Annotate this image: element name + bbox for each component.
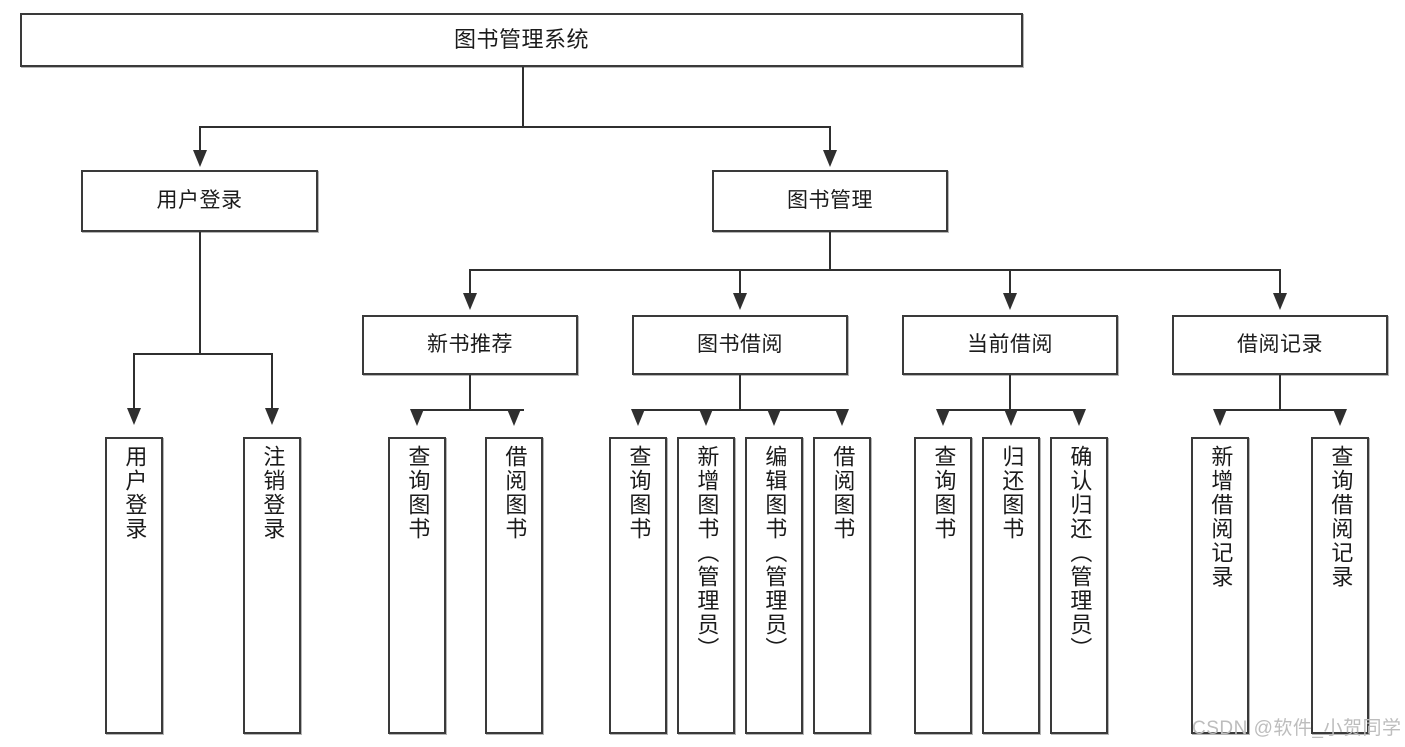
node-label: 归还图书 <box>999 445 1025 541</box>
connector-new-book-bus <box>416 409 524 411</box>
node-label: 查询借阅记录 <box>1328 445 1354 589</box>
connector-level2-bus <box>469 269 1280 271</box>
leaf-query-book-borrow[interactable]: 查询图书 <box>609 437 667 734</box>
leaf-query-book-new[interactable]: 查询图书 <box>388 437 446 734</box>
node-label: 图书借阅 <box>697 332 783 356</box>
connector-level2-drop-2 <box>739 269 741 295</box>
leaf-borrow-book[interactable]: 借阅图书 <box>813 437 871 734</box>
node-label: 新增借阅记录 <box>1208 445 1234 589</box>
node-label: 确认归还（管理员） <box>1067 445 1093 661</box>
connector-book-borrow-bus <box>637 409 842 411</box>
arrow-to-leaf-return-book <box>1004 409 1018 426</box>
node-label: 查询图书 <box>931 445 957 541</box>
node-label: 编辑图书（管理员） <box>762 445 788 661</box>
arrow-to-leaf-edit-book <box>767 409 781 426</box>
leaf-confirm-return[interactable]: 确认归还（管理员） <box>1050 437 1108 734</box>
node-user-login[interactable]: 用户登录 <box>81 170 318 232</box>
node-book-manage[interactable]: 图书管理 <box>712 170 948 232</box>
connector-root-stem <box>522 67 524 127</box>
arrow-to-leaf-query-record <box>1333 409 1347 426</box>
node-label: 借阅图书 <box>502 445 528 541</box>
node-label: 注销登录 <box>260 445 286 541</box>
node-new-book-recommend[interactable]: 新书推荐 <box>362 315 578 375</box>
connector-new-book-stem <box>469 375 471 410</box>
connector-book-borrow-stem <box>739 375 741 410</box>
node-label: 新增图书（管理员） <box>694 445 720 661</box>
arrow-to-new-book <box>463 293 477 310</box>
node-label: 借阅记录 <box>1237 332 1323 356</box>
arrow-to-user-login <box>193 150 207 167</box>
leaf-add-borrow-record[interactable]: 新增借阅记录 <box>1191 437 1249 734</box>
node-label: 当前借阅 <box>967 332 1053 356</box>
node-label: 查询图书 <box>626 445 652 541</box>
arrow-to-current-borrow <box>1003 293 1017 310</box>
connector-level2-drop-1 <box>469 269 471 295</box>
leaf-logout[interactable]: 注销登录 <box>243 437 301 734</box>
arrow-to-book-manage <box>823 150 837 167</box>
arrow-to-leaf-user-login <box>127 408 141 425</box>
leaf-query-borrow-record[interactable]: 查询借阅记录 <box>1311 437 1369 734</box>
node-label: 用户登录 <box>156 188 243 212</box>
arrow-to-leaf-add-book <box>699 409 713 426</box>
connector-user-login-drop-2 <box>271 353 273 410</box>
node-book-borrow[interactable]: 图书借阅 <box>632 315 848 375</box>
arrow-to-leaf-borrow-book-bb <box>835 409 849 426</box>
connector-level1-drop-right <box>829 126 831 152</box>
connector-book-manage-stem <box>829 232 831 270</box>
arrow-to-leaf-confirm-return <box>1072 409 1086 426</box>
arrow-to-leaf-query-book-bb <box>631 409 645 426</box>
arrow-to-leaf-query-book-cb <box>936 409 950 426</box>
connector-level1-drop-left <box>199 126 201 152</box>
arrow-to-leaf-query-book-nb <box>410 409 424 426</box>
arrow-to-leaf-borrow-book-nb <box>507 409 521 426</box>
connector-current-borrow-stem <box>1009 375 1011 410</box>
connector-level1-bus <box>199 126 830 128</box>
connector-level2-drop-3 <box>1009 269 1011 295</box>
node-label: 借阅图书 <box>830 445 856 541</box>
arrow-to-leaf-logout <box>265 408 279 425</box>
node-root-system[interactable]: 图书管理系统 <box>20 13 1023 67</box>
node-current-borrow[interactable]: 当前借阅 <box>902 315 1118 375</box>
connector-borrow-record-bus <box>1219 409 1340 411</box>
connector-user-login-bus <box>133 353 272 355</box>
leaf-user-login[interactable]: 用户登录 <box>105 437 163 734</box>
node-label: 查询图书 <box>405 445 431 541</box>
leaf-edit-book[interactable]: 编辑图书（管理员） <box>745 437 803 734</box>
connector-borrow-record-stem <box>1279 375 1281 410</box>
leaf-add-book[interactable]: 新增图书（管理员） <box>677 437 735 734</box>
connector-user-login-stem <box>199 232 201 354</box>
leaf-query-book-current[interactable]: 查询图书 <box>914 437 972 734</box>
node-label: 用户登录 <box>122 445 148 541</box>
arrow-to-book-borrow <box>733 293 747 310</box>
leaf-borrow-book-new[interactable]: 借阅图书 <box>485 437 543 734</box>
node-label: 新书推荐 <box>427 332 513 356</box>
node-borrow-record[interactable]: 借阅记录 <box>1172 315 1388 375</box>
connector-user-login-drop-1 <box>133 353 135 410</box>
arrow-to-leaf-add-record <box>1213 409 1227 426</box>
connector-level2-drop-4 <box>1279 269 1281 295</box>
node-label: 图书管理 <box>787 188 873 212</box>
node-label: 图书管理系统 <box>453 27 589 53</box>
arrow-to-borrow-record <box>1273 293 1287 310</box>
leaf-return-book[interactable]: 归还图书 <box>982 437 1040 734</box>
